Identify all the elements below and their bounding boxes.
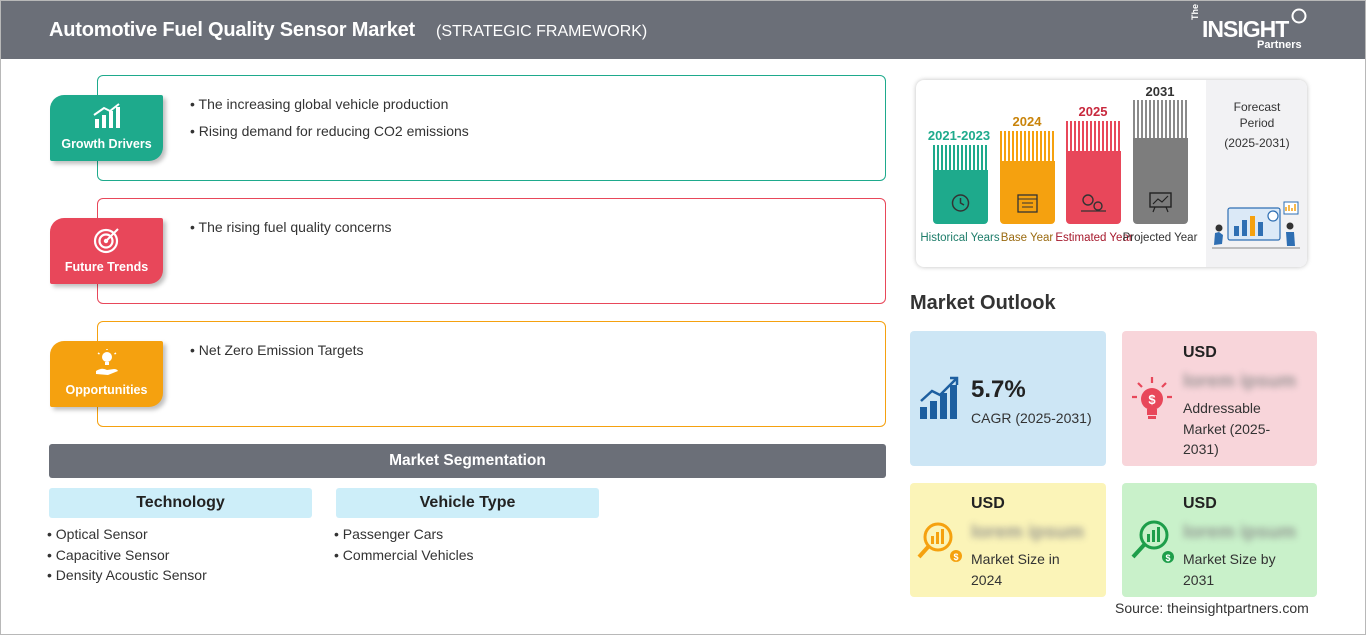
technology-heading: Technology bbox=[49, 488, 312, 518]
market-size-2031-card: $ USD lorem ipsum Market Size by 2031 bbox=[1122, 483, 1317, 597]
list-item: Capacitive Sensor bbox=[47, 547, 207, 563]
base-bar-stripes bbox=[1000, 131, 1055, 161]
list-item: Passenger Cars bbox=[334, 526, 474, 542]
historical-bar bbox=[933, 170, 988, 224]
list-item: Density Acoustic Sensor bbox=[47, 567, 207, 583]
market-outlook-title: Market Outlook bbox=[910, 292, 1056, 314]
logo-the: The bbox=[1190, 3, 1200, 20]
list-item: Commercial Vehicles bbox=[334, 547, 474, 563]
list-item: Rising demand for reducing CO2 emissions bbox=[190, 123, 469, 139]
addressable-label: Addressable Market (2025-2031) bbox=[1183, 400, 1271, 457]
historical-label: Historical Years bbox=[920, 232, 1000, 244]
future-trends-card: The rising fuel quality concerns bbox=[97, 198, 886, 304]
list-item: The rising fuel quality concerns bbox=[190, 219, 392, 235]
vehicle-type-list: Passenger Cars Commercial Vehicles bbox=[334, 526, 474, 567]
historical-year: 2021-2023 bbox=[927, 128, 991, 143]
opportunities-label: Opportunities bbox=[65, 383, 148, 397]
market-size-2024-value: lorem ipsum bbox=[971, 522, 1084, 543]
calendar-icon bbox=[1017, 194, 1038, 213]
projected-label: Projected Year bbox=[1122, 232, 1198, 244]
market-segmentation-header: Market Segmentation bbox=[49, 444, 886, 478]
projected-year: 2031 bbox=[1145, 84, 1175, 99]
list-item: The increasing global vehicle production bbox=[190, 96, 469, 112]
logo-partners: Partners bbox=[1257, 39, 1302, 51]
base-year: 2024 bbox=[1012, 114, 1042, 129]
list-item: Optical Sensor bbox=[47, 526, 207, 542]
market-size-2024-label: Market Size in 2024 bbox=[971, 551, 1060, 588]
growth-drivers-label: Growth Drivers bbox=[61, 137, 152, 151]
growth-drivers-list: The increasing global vehicle production… bbox=[190, 96, 469, 150]
technology-list: Optical Sensor Capacitive Sensor Density… bbox=[47, 526, 207, 588]
clock-icon bbox=[951, 194, 970, 212]
estimated-bar bbox=[1066, 151, 1121, 224]
page-title: Automotive Fuel Quality Sensor Market bbox=[49, 19, 416, 41]
target-icon bbox=[93, 228, 119, 254]
historical-bar-stripes bbox=[933, 145, 988, 170]
growth-chart-icon bbox=[920, 376, 959, 419]
svg-text:$: $ bbox=[953, 552, 958, 562]
opportunities-card: Net Zero Emission Targets bbox=[97, 321, 886, 427]
market-size-2031-value: lorem ipsum bbox=[1183, 522, 1296, 543]
market-size-2031-currency: USD bbox=[1183, 495, 1217, 512]
estimated-year: 2025 bbox=[1078, 104, 1108, 119]
analytics-people-icon bbox=[1212, 201, 1300, 249]
estimated-label: Estimated Year bbox=[1055, 232, 1133, 244]
projected-bar bbox=[1133, 138, 1188, 224]
source-text: Source: theinsightpartners.com bbox=[1115, 600, 1309, 616]
addressable-market-card: $ USD lorem ipsum Addressable Market (20… bbox=[1122, 331, 1317, 466]
market-size-2024-card: $ USD lorem ipsum Market Size in 2024 bbox=[910, 483, 1106, 597]
addressable-value: lorem ipsum bbox=[1183, 371, 1296, 392]
market-size-2031-label: Market Size by 2031 bbox=[1183, 551, 1276, 588]
gears-icon bbox=[1081, 194, 1106, 212]
future-trends-list: The rising fuel quality concerns bbox=[190, 219, 392, 246]
lightbulb-hand-icon bbox=[96, 349, 118, 375]
svg-text:$: $ bbox=[1148, 392, 1156, 407]
presentation-icon bbox=[1149, 192, 1172, 213]
cagr-value: 5.7% bbox=[971, 376, 1026, 403]
page-subtitle: (STRATEGIC FRAMEWORK) bbox=[436, 23, 648, 40]
forecast-title: Forecast Period bbox=[1233, 100, 1281, 130]
header-bar: Automotive Fuel Quality Sensor Market (S… bbox=[0, 0, 1366, 59]
cagr-label: CAGR (2025-2031) bbox=[971, 410, 1092, 426]
projected-bar-stripes bbox=[1133, 100, 1188, 138]
forecast-period-text: Forecast Period (2025-2031) bbox=[1212, 99, 1302, 151]
growth-drivers-badge: Growth Drivers bbox=[50, 95, 163, 161]
forecast-range: (2025-2031) bbox=[1224, 136, 1290, 150]
market-size-2024-currency: USD bbox=[971, 495, 1005, 512]
magnifier-chart-icon: $ bbox=[1131, 520, 1174, 563]
logo-swoosh-icon bbox=[1291, 8, 1307, 24]
base-bar bbox=[1000, 161, 1055, 224]
svg-text:$: $ bbox=[1165, 553, 1170, 563]
list-item: Net Zero Emission Targets bbox=[190, 342, 364, 358]
cagr-card: 5.7% CAGR (2025-2031) bbox=[910, 331, 1106, 466]
future-trends-label: Future Trends bbox=[64, 260, 149, 274]
growth-chart-icon bbox=[93, 103, 120, 128]
growth-drivers-card: The increasing global vehicle production… bbox=[97, 75, 886, 181]
vehicle-type-heading: Vehicle Type bbox=[336, 488, 599, 518]
opportunities-badge: Opportunities bbox=[50, 341, 163, 407]
base-label: Base Year bbox=[1000, 232, 1054, 244]
money-bulb-icon: $ bbox=[1132, 377, 1172, 419]
insight-partners-logo[interactable]: The INSIGHT Partners bbox=[1190, 4, 1315, 54]
future-trends-badge: Future Trends bbox=[50, 218, 163, 284]
magnifier-chart-icon: $ bbox=[917, 522, 962, 562]
estimated-bar-stripes bbox=[1066, 121, 1121, 151]
opportunities-list: Net Zero Emission Targets bbox=[190, 342, 364, 369]
logo-insight: INSIGHT bbox=[1202, 16, 1289, 42]
addressable-currency: USD bbox=[1183, 344, 1217, 361]
